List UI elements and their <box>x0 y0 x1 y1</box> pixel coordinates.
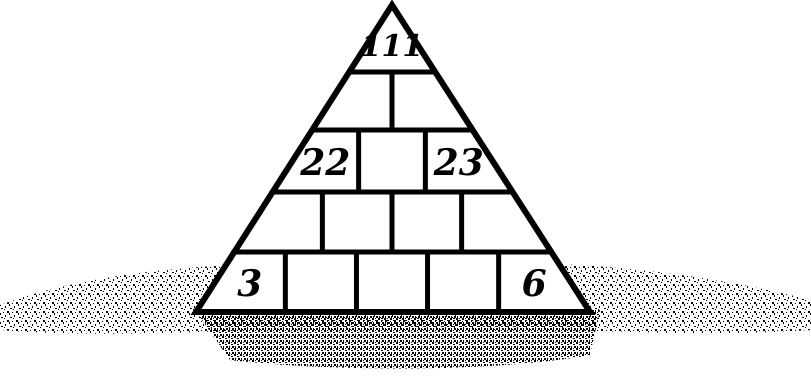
pyramid-cell-2-2: 23 <box>433 142 484 184</box>
pyramid-cell-0-0: 111 <box>361 29 424 64</box>
pyramid-cell-2-0: 22 <box>299 142 350 184</box>
pyramid-cell-4-4: 6 <box>522 263 547 305</box>
pyramid-cell-4-0: 3 <box>237 263 262 305</box>
